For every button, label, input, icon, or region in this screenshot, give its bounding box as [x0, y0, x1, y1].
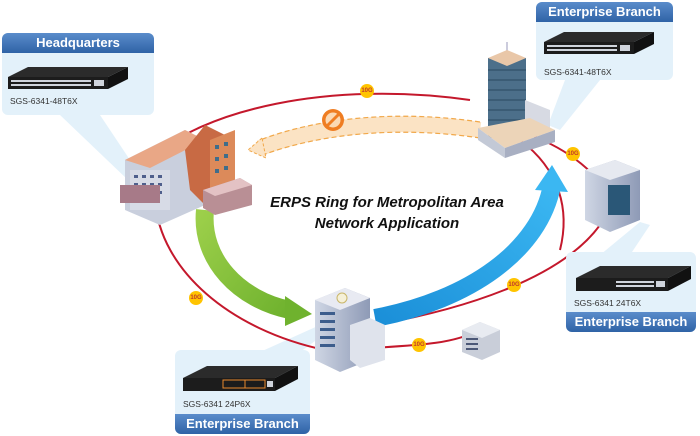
green-arrow-head [285, 296, 312, 326]
switch-model-label: SGS-6341 24T6X [574, 298, 642, 308]
callout-pointer-headquarters [60, 115, 140, 180]
network-switch-icon [576, 266, 691, 291]
callout-pointer-branch-bottom [260, 325, 330, 352]
diagram-title-line2: Network Application [314, 215, 460, 232]
site-card-branch-top-right: Enterprise Branch SGS-6341-48T6X [536, 2, 673, 80]
switch-model-label: SGS-6341 24P6X [183, 399, 251, 409]
link-speed-badge: 10G [507, 278, 521, 292]
link-speed-badge: 10G [189, 291, 203, 305]
network-switch-icon [8, 67, 128, 89]
diagram-title-line1: ERPS Ring for Metropolitan Area [270, 194, 504, 211]
callout-pointer-branch-right [600, 222, 650, 255]
blue-arrow [373, 183, 561, 327]
tower-building-icon [478, 42, 555, 158]
headquarters-building-icon [120, 125, 252, 225]
link-speed-badge: 10G [360, 84, 374, 98]
blocked-path [257, 116, 482, 156]
small-office-building-icon [462, 322, 500, 360]
office-building-bottom-icon [315, 288, 385, 372]
network-switch-icon [544, 32, 654, 54]
callout-pointer-branch-top-right [548, 80, 600, 130]
site-card-branch-right: SGS-6341 24T6X Enterprise Branch [566, 252, 696, 332]
blue-arrow-head [535, 165, 568, 192]
site-label: Headquarters [2, 33, 154, 53]
network-switch-icon [183, 366, 298, 391]
switch-model-label: SGS-6341-48T6X [10, 96, 78, 106]
office-building-right-icon [585, 160, 640, 232]
no-entry-icon [322, 109, 344, 131]
link-speed-badge: 10G [412, 338, 426, 352]
green-arrow [195, 209, 293, 319]
site-card-headquarters: Headquarters SGS-6341-48T6X [2, 33, 154, 115]
blocked-path-arrowhead [247, 137, 267, 159]
link-speed-badge: 10G [566, 147, 580, 161]
diagram-title: ERPS Ring for Metropolitan Area Network … [262, 192, 512, 234]
site-label: Enterprise Branch [536, 2, 673, 22]
site-label: Enterprise Branch [175, 414, 310, 434]
site-label: Enterprise Branch [566, 312, 696, 332]
site-card-branch-bottom: SGS-6341 24P6X Enterprise Branch [175, 350, 310, 434]
switch-model-label: SGS-6341-48T6X [544, 67, 612, 77]
ring-link-left [154, 199, 326, 351]
